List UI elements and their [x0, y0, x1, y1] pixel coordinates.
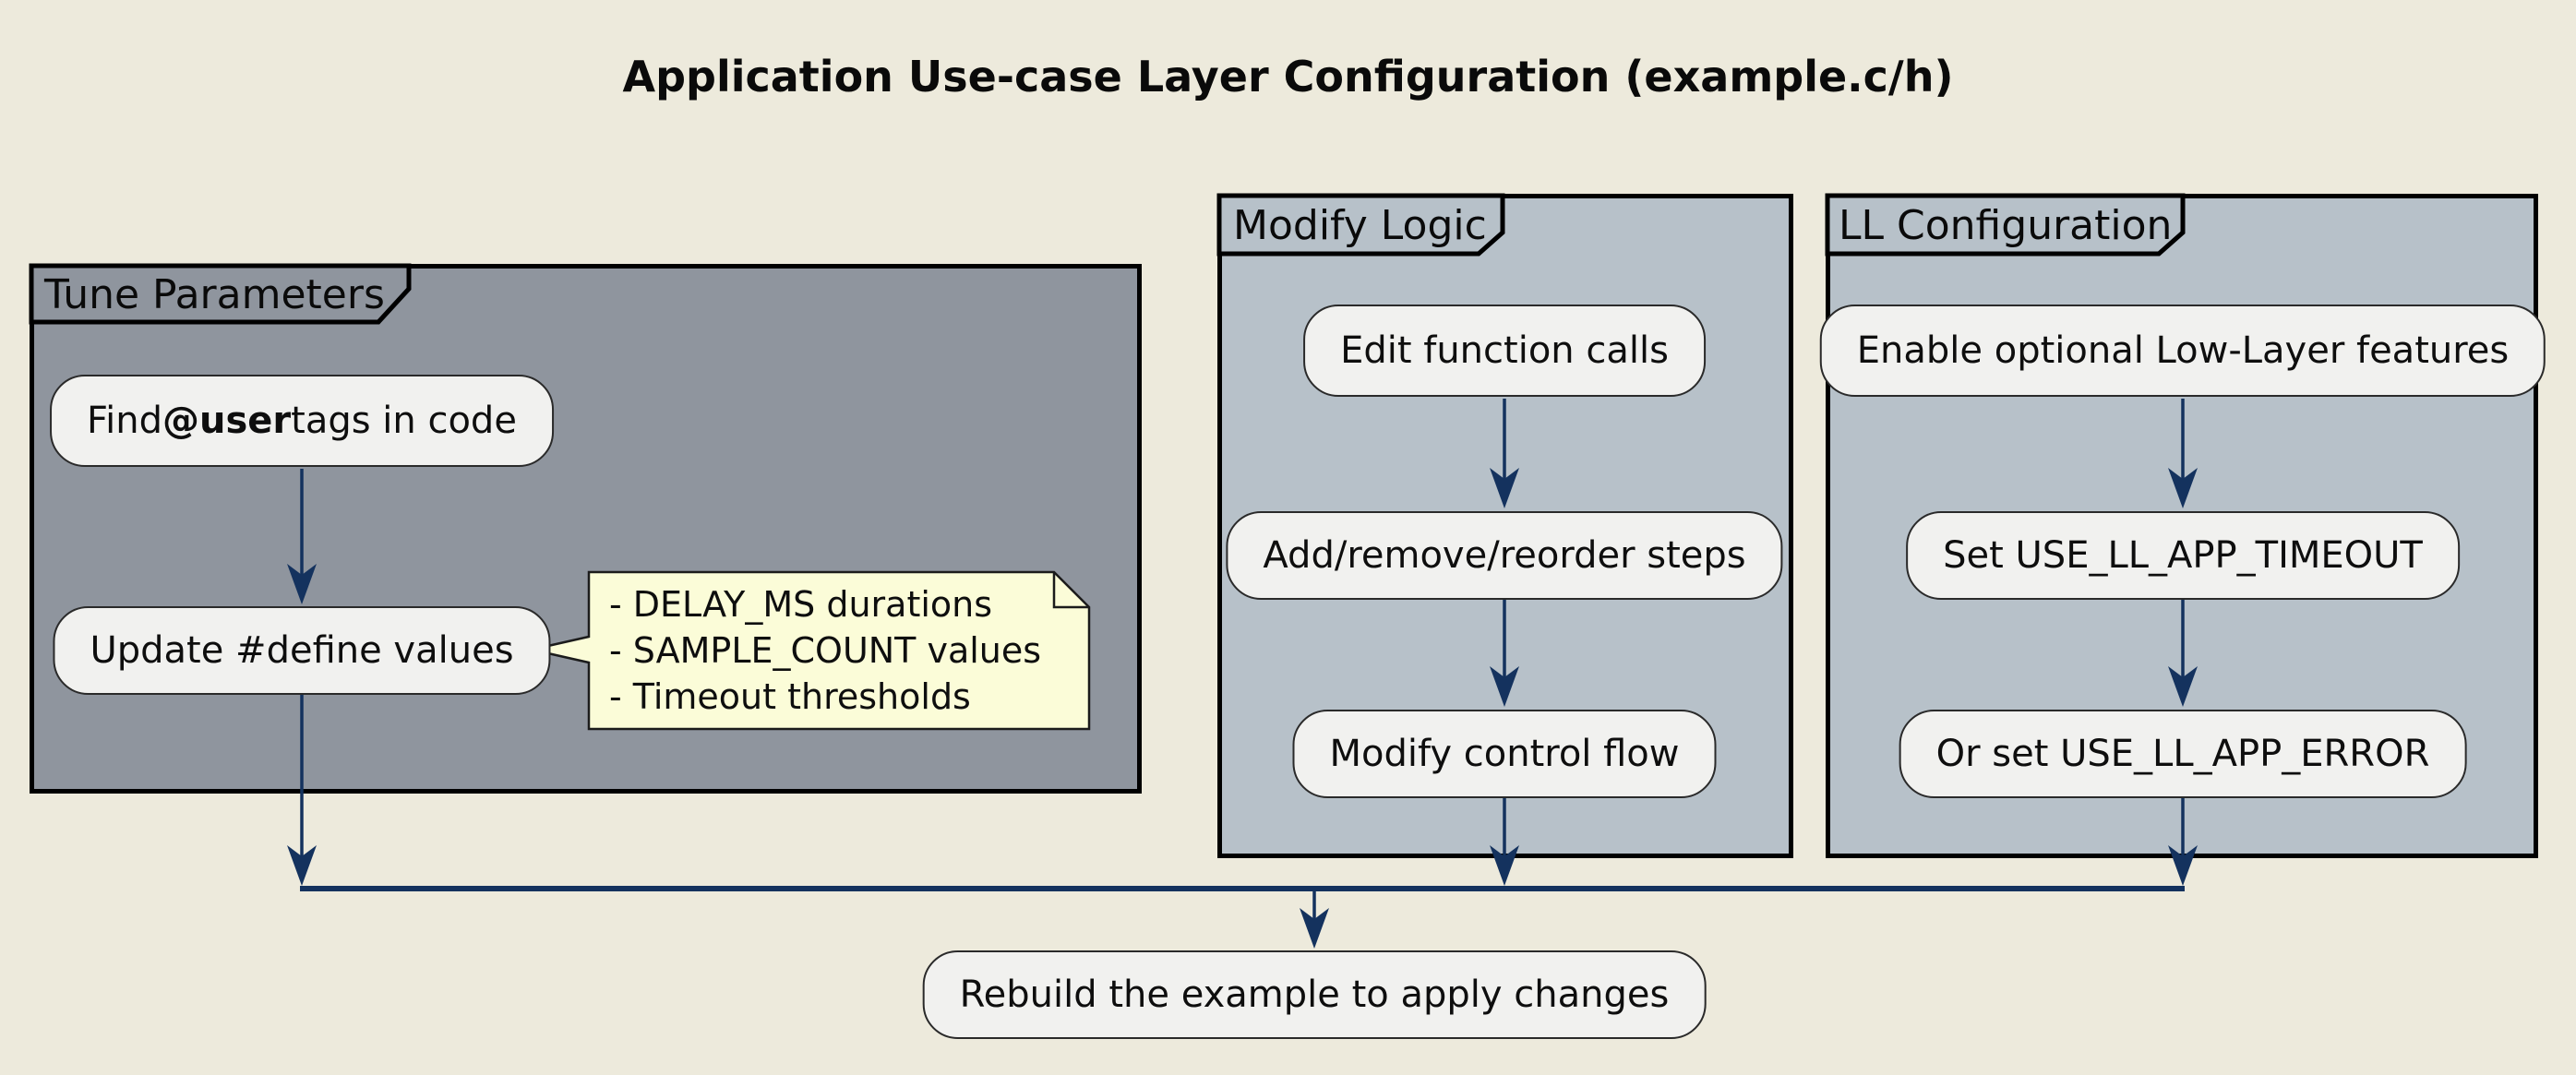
diagram-title: Application Use-case Layer Configuration…: [622, 52, 1954, 102]
note-tune-hints: - DELAY_MS durations - SAMPLE_COUNT valu…: [609, 581, 1041, 720]
partition-label-ll-configuration: LL Configuration: [1839, 202, 2173, 249]
node-text-suffix: tags in code: [291, 400, 517, 442]
note-line: - Timeout thresholds: [609, 676, 971, 717]
node-edit-function-calls: Edit function calls: [1303, 305, 1706, 397]
node-find-user-tags: Find @user tags in code: [50, 375, 554, 467]
partition-label-tune-parameters: Tune Parameters: [44, 271, 385, 318]
node-enable-optional-ll-features: Enable optional Low-Layer features: [1819, 305, 2546, 397]
note-line: - DELAY_MS durations: [609, 584, 993, 625]
node-text-bold: @user: [162, 400, 292, 442]
node-update-define-values: Update #define values: [53, 606, 551, 695]
node-add-remove-reorder-steps: Add/remove/reorder steps: [1226, 511, 1783, 600]
node-rebuild-example: Rebuild the example to apply changes: [922, 950, 1707, 1039]
node-modify-control-flow: Modify control flow: [1292, 710, 1717, 798]
node-or-set-use-ll-app-error: Or set USE_LL_APP_ERROR: [1899, 710, 2467, 798]
node-text-prefix: Find: [87, 400, 163, 442]
partition-label-modify-logic: Modify Logic: [1233, 202, 1487, 249]
node-set-use-ll-app-timeout: Set USE_LL_APP_TIMEOUT: [1906, 511, 2460, 600]
note-line: - SAMPLE_COUNT values: [609, 630, 1042, 671]
